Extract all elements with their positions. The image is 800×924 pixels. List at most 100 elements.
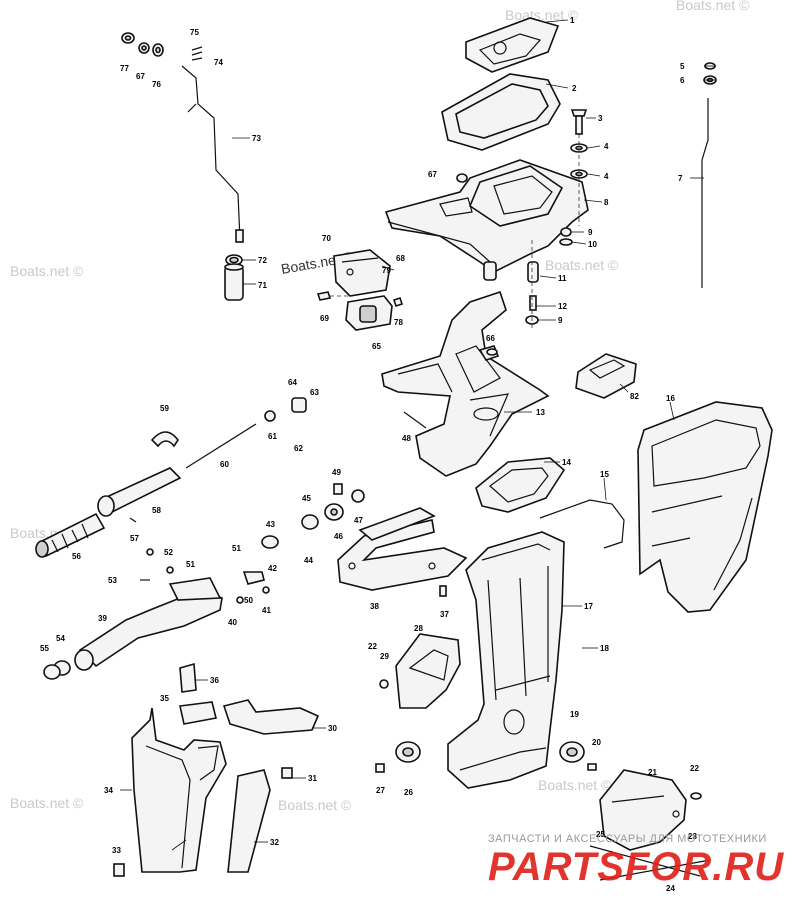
- callout-82: 82: [630, 392, 639, 401]
- callout-16: 16: [666, 394, 675, 403]
- callout-70: 70: [322, 234, 331, 243]
- callout-69: 69: [320, 314, 329, 323]
- callout-63: 63: [310, 388, 319, 397]
- callout-67a: 67: [428, 170, 437, 179]
- callout-9b: 9: [558, 316, 563, 325]
- callout-73: 73: [252, 134, 261, 143]
- callout-11: 11: [558, 274, 567, 283]
- watermark-site-left3: Boats.net ©: [10, 795, 84, 811]
- callout-36: 36: [210, 676, 219, 685]
- callout-39: 39: [98, 614, 107, 623]
- watermark-site-right: Boats.net ©: [545, 257, 619, 273]
- shift-lever-group: [375, 633, 461, 773]
- callout-51b: 51: [186, 560, 195, 569]
- callout-52: 52: [164, 548, 173, 557]
- callout-74: 74: [214, 58, 223, 67]
- callout-26: 26: [404, 788, 413, 797]
- vertical-shift-rod: [701, 62, 717, 288]
- shift-link-plate: [337, 507, 468, 597]
- callout-50: 50: [244, 596, 253, 605]
- callout-21: 21: [648, 768, 657, 777]
- rubber-block: [575, 353, 637, 399]
- shift-rod-assembly: [121, 32, 244, 301]
- callout-48: 48: [402, 434, 411, 443]
- mount-bracket: [316, 249, 404, 331]
- callout-7: 7: [678, 174, 683, 183]
- callout-65: 65: [372, 342, 381, 351]
- callout-45: 45: [302, 494, 311, 503]
- swivel-frame: [381, 290, 550, 477]
- callout-10: 10: [588, 240, 597, 249]
- callout-43: 43: [266, 520, 275, 529]
- callout-18: 18: [600, 644, 609, 653]
- callout-31: 31: [308, 774, 317, 783]
- callout-44: 44: [304, 556, 313, 565]
- callout-61: 61: [268, 432, 277, 441]
- callout-25: 25: [596, 830, 605, 839]
- side-cover: [637, 401, 773, 613]
- callout-46: 46: [334, 532, 343, 541]
- tiller-handle: [35, 423, 257, 680]
- callout-27: 27: [376, 786, 385, 795]
- callout-77: 77: [120, 64, 129, 73]
- callout-3: 3: [598, 114, 603, 123]
- callout-60: 60: [220, 460, 229, 469]
- callout-72: 72: [258, 256, 267, 265]
- callout-5: 5: [680, 62, 685, 71]
- drive-shaft-housing: [447, 531, 565, 789]
- watermark-layer: Boats.net © Boats.net © Boats.net © Boat…: [10, 0, 750, 813]
- callout-1: 1: [570, 16, 575, 25]
- callout-34: 34: [104, 786, 113, 795]
- callout-57: 57: [130, 534, 139, 543]
- leader-lines: [120, 19, 716, 851]
- callout-55: 55: [40, 644, 49, 653]
- callout-19: 19: [570, 710, 579, 719]
- watermark-site-top2: Boats.net ©: [505, 7, 579, 23]
- callout-71: 71: [258, 281, 267, 290]
- callout-6: 6: [680, 76, 685, 85]
- callout-79: 79: [382, 266, 391, 275]
- callout-64: 64: [288, 378, 297, 387]
- lower-cowl: [113, 707, 227, 877]
- callout-47: 47: [354, 516, 363, 525]
- callout-29: 29: [380, 652, 389, 661]
- callout-15: 15: [600, 470, 609, 479]
- callout-62: 62: [294, 444, 303, 453]
- top-plate-and-gasket: [441, 17, 561, 151]
- callout-51a: 51: [232, 544, 241, 553]
- gasket-and-tube: [475, 457, 625, 549]
- pin-hardware: [403, 348, 498, 429]
- callout-24: 24: [666, 884, 675, 893]
- callout-68: 68: [396, 254, 405, 263]
- watermark-site-top: Boats.net ©: [676, 0, 750, 13]
- lower-mount-cover: [589, 769, 711, 881]
- callout-23: 23: [688, 832, 697, 841]
- callout-49: 49: [332, 468, 341, 477]
- callout-35: 35: [160, 694, 169, 703]
- callout-53: 53: [108, 576, 117, 585]
- lower-mount: [559, 741, 597, 771]
- callout-labels: 1 2 3 4 4 5 6 7 8 9 9 10 11 12 13 14 15 …: [40, 16, 699, 893]
- callout-32: 32: [270, 838, 279, 847]
- callout-22a: 22: [368, 642, 377, 651]
- callout-59: 59: [160, 404, 169, 413]
- callout-78: 78: [394, 318, 403, 327]
- callout-67b: 67: [136, 72, 145, 81]
- callout-13: 13: [536, 408, 545, 417]
- callout-58: 58: [152, 506, 161, 515]
- callout-14: 14: [562, 458, 571, 467]
- callout-20: 20: [592, 738, 601, 747]
- callout-42: 42: [268, 564, 277, 573]
- lower-cowl-pieces: [179, 662, 320, 873]
- brand-subtitle: ЗАПЧАСТИ И АКСЕССУАРЫ ДЛЯ МОТОТЕХНИКИ: [488, 833, 767, 845]
- watermark-site-left: Boats.net ©: [10, 263, 84, 279]
- callout-75: 75: [190, 28, 199, 37]
- watermark-site-bottom2: Boats.net ©: [538, 777, 612, 793]
- callout-38: 38: [370, 602, 379, 611]
- callout-4a: 4: [604, 142, 609, 151]
- callout-54: 54: [56, 634, 65, 643]
- callout-22b: 22: [690, 764, 699, 773]
- callout-66: 66: [486, 334, 495, 343]
- brand-watermark: ЗАПЧАСТИ И АКСЕССУАРЫ ДЛЯ МОТОТЕХНИКИ PA…: [488, 833, 783, 889]
